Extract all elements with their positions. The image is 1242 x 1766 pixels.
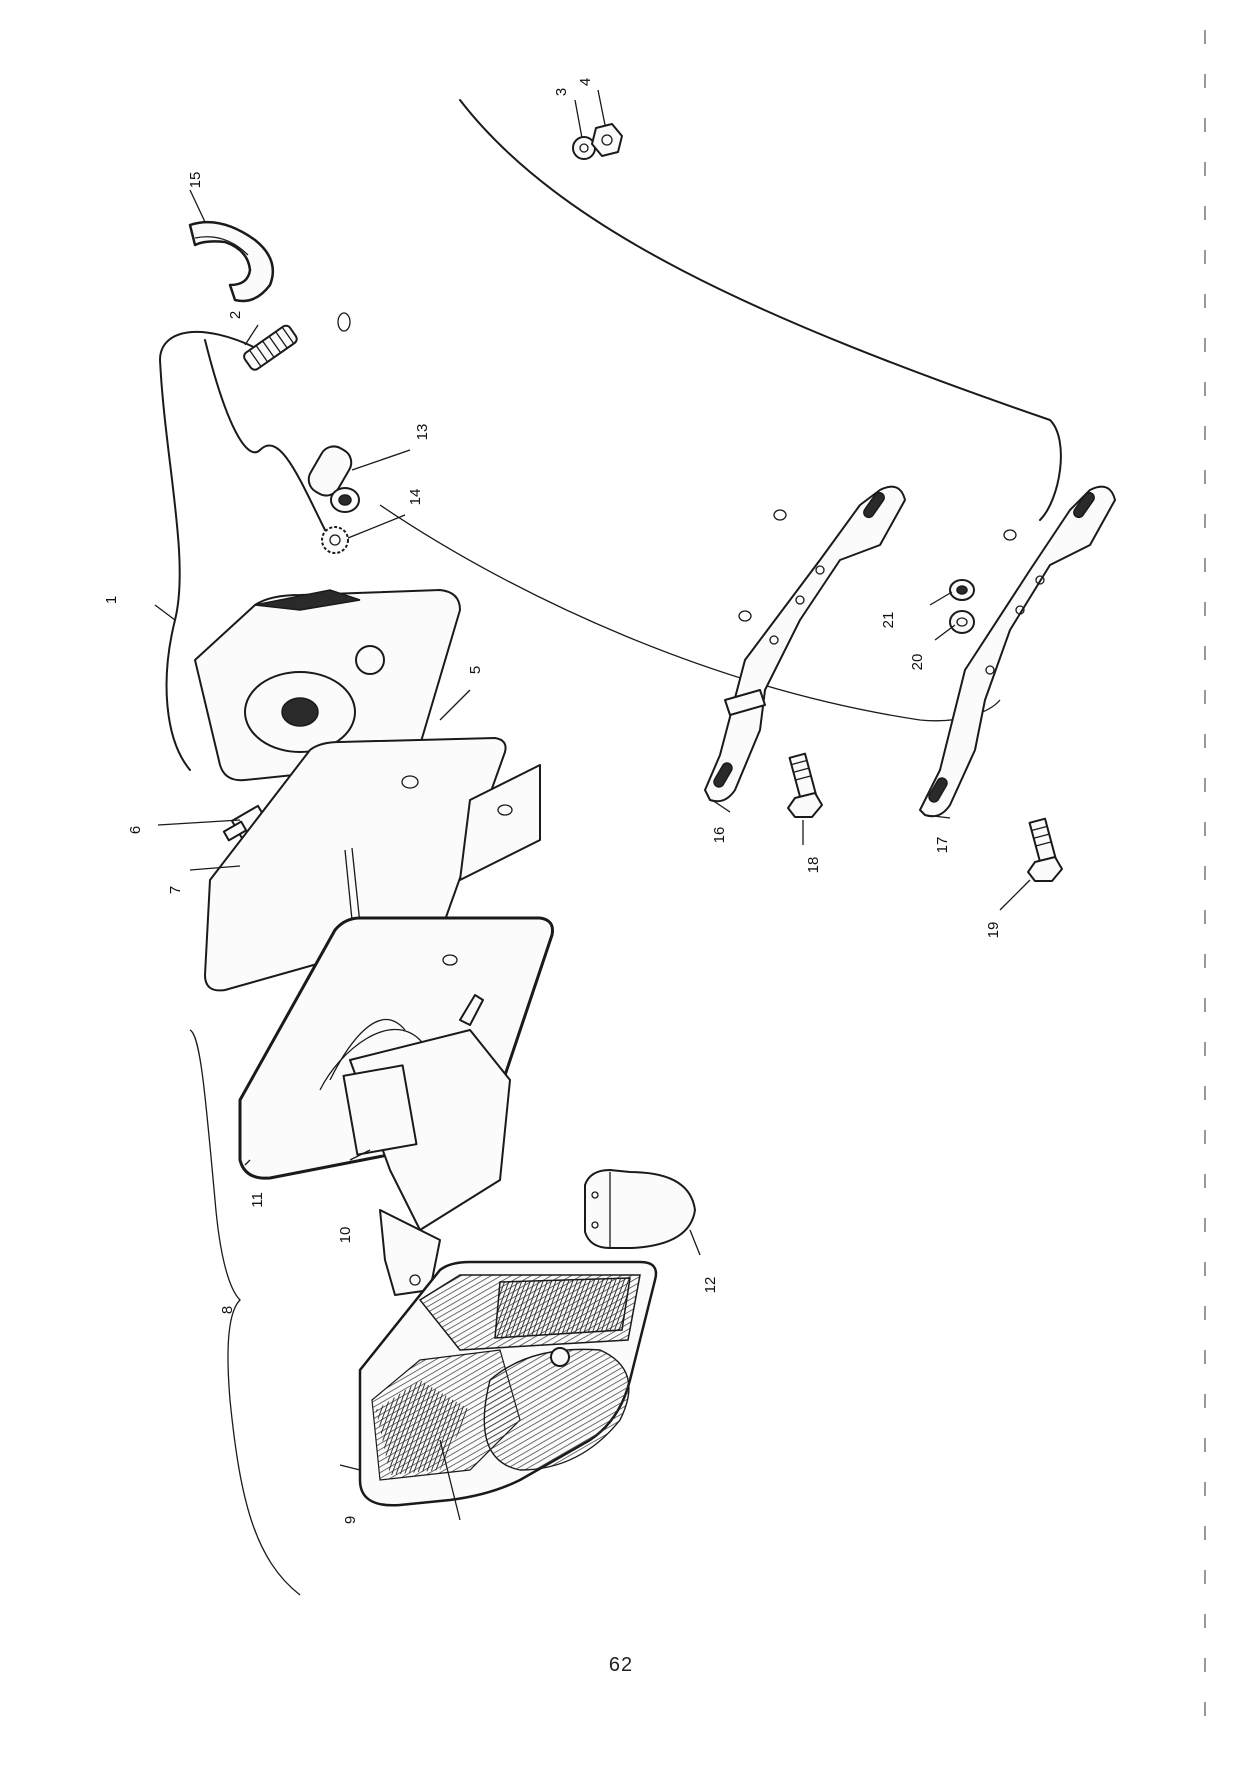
callout-5: 5: [467, 666, 484, 674]
callout-18: 18: [805, 857, 822, 874]
callout-20: 20: [909, 654, 926, 671]
page-number: 62: [608, 1654, 634, 1676]
callout-17: 17: [934, 837, 951, 854]
callout-leaders: [154, 89, 1031, 1521]
callout-8: 8: [219, 1306, 236, 1314]
callout-19: 19: [985, 922, 1002, 939]
stay-bracket-left: [704, 485, 906, 803]
callout-16: 16: [711, 827, 728, 844]
washer-and-nut-bracket: [949, 579, 975, 634]
callout-3: 3: [553, 88, 570, 96]
stud: [243, 324, 298, 371]
star-washer: [321, 526, 349, 554]
lamp-base-housing: [194, 589, 461, 782]
callout-10: 10: [337, 1227, 354, 1244]
callout-9: 9: [342, 1516, 359, 1524]
lamp-bulb: [584, 1169, 696, 1249]
callout-13: 13: [414, 424, 431, 441]
callout-4: 4: [577, 78, 594, 86]
callout-6: 6: [127, 826, 144, 834]
callout-21: 21: [880, 612, 897, 629]
bulb-holder: [342, 994, 511, 1296]
bolt-18: [787, 752, 823, 818]
callout-11: 11: [249, 1192, 266, 1208]
callout-7: 7: [167, 886, 184, 894]
callout-15: 15: [187, 172, 204, 189]
grommet: [188, 220, 275, 303]
tail-lamp-lens: [358, 1260, 658, 1507]
callout-14: 14: [407, 489, 424, 506]
washer-and-nut-top: [572, 123, 623, 160]
callout-2: 2: [227, 311, 244, 319]
callout-1: 1: [103, 596, 120, 604]
spacer-sleeve: [307, 445, 360, 513]
callout-labels: 1 2 3 4 5 6 7 8 9 10 11 12 13 14 15 16 1…: [103, 78, 1002, 1524]
stay-bracket-right: [919, 485, 1116, 818]
callout-12: 12: [702, 1277, 719, 1294]
assembly-brace: [189, 1029, 301, 1596]
bolt-19: [1027, 817, 1063, 882]
